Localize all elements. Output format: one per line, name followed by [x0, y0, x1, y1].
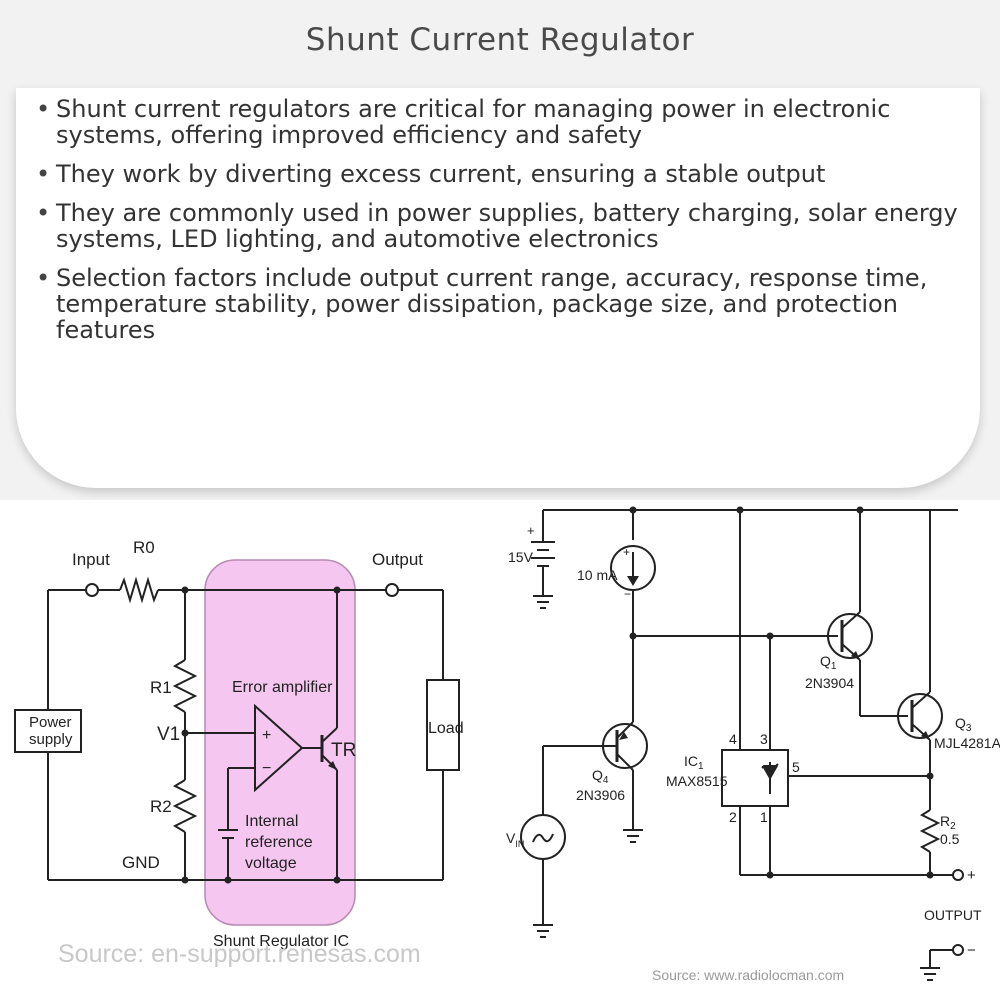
- junction-dot: [926, 871, 934, 879]
- label-input: Input: [72, 550, 110, 569]
- label-pin3: 3: [760, 731, 768, 747]
- power-supply-box: [14, 709, 82, 753]
- label-r2-value: 0.5: [940, 831, 960, 847]
- error-amplifier: [254, 703, 304, 793]
- label-r2: R2: [150, 797, 172, 816]
- bullet-item: They work by diverting excess current, e…: [36, 161, 976, 187]
- junction-dot: [333, 876, 341, 884]
- resistor-r2: [172, 779, 198, 833]
- transistor-q3-body: [897, 693, 943, 739]
- junction-dot: [181, 729, 189, 737]
- label-q1-part: 2N3904: [805, 675, 854, 691]
- transistor-q4: [616, 753, 634, 771]
- input-terminal: [85, 583, 99, 597]
- label-10ma: 10 mA: [577, 567, 618, 583]
- label-output: OUTPUT: [924, 907, 982, 923]
- page-title: Shunt Current Regulator: [305, 22, 695, 58]
- label-r0: R0: [133, 538, 155, 557]
- right-source-credit: Source: www.radiolocman.com: [652, 967, 844, 983]
- q1-arrow: [851, 651, 860, 660]
- junction-dot: [766, 871, 774, 879]
- output-minus-terminal: [952, 944, 964, 956]
- label-error-amplifier: Error amplifier: [232, 679, 333, 696]
- junction-dot: [181, 586, 189, 594]
- label-output-minus: −: [967, 942, 976, 959]
- transistor-tr: [321, 727, 338, 743]
- label-power-supply-line2: supply: [29, 731, 73, 748]
- label-ic1-part: MAX8515: [666, 773, 728, 789]
- label-load: Load: [428, 720, 464, 737]
- label-gnd: GND: [122, 853, 160, 872]
- label-q4: Q4: [592, 767, 609, 786]
- left-source-credit: Source: en-support.renesas.com: [58, 940, 421, 968]
- label-battery-plus: +: [527, 523, 535, 538]
- bullet-item: They are commonly used in power supplies…: [36, 200, 976, 252]
- bullet-item: Selection factors include output current…: [36, 265, 976, 343]
- label-pin4: 4: [729, 731, 737, 747]
- bullet-item: Shunt current regulators are critical fo…: [36, 96, 976, 148]
- resistor-r2: [919, 809, 941, 853]
- label-v1: V1: [157, 724, 180, 745]
- junction-dot: [856, 506, 864, 514]
- label-minus: −: [262, 760, 271, 777]
- output-plus-terminal: [952, 869, 964, 881]
- junction-dot: [181, 876, 189, 884]
- label-q3-part: MJL4281A: [934, 735, 1000, 751]
- transistor-q1: [841, 611, 861, 629]
- label-ref-line1: Internal: [245, 813, 298, 830]
- junction-dot: [333, 586, 341, 594]
- junction-dot: [629, 632, 637, 640]
- label-r2: R2: [940, 813, 956, 832]
- label-r1: R1: [150, 678, 172, 697]
- transistor-q3: [911, 691, 931, 709]
- resistor-r0: [119, 576, 159, 604]
- transistor-q1-body: [827, 613, 873, 659]
- junction-dot: [766, 632, 774, 640]
- junction-dot: [736, 506, 744, 514]
- label-pin1: 1: [760, 809, 768, 825]
- label-q3: Q3: [955, 715, 972, 734]
- current-arrow-head: [627, 576, 639, 586]
- label-ic1: IC1: [684, 753, 704, 772]
- label-cs-plus: +: [623, 545, 630, 559]
- label-q4-part: 2N3906: [576, 787, 625, 803]
- label-ic: Shunt Regulator IC: [213, 933, 349, 950]
- zener-triangle: [762, 766, 778, 780]
- label-pin2: 2: [729, 809, 737, 825]
- label-pin5: 5: [792, 759, 800, 775]
- bullet-list: Shunt current regulators are critical fo…: [36, 96, 976, 356]
- sine-symbol: [532, 833, 554, 843]
- label-plus: +: [262, 727, 271, 744]
- label-ref-line3: voltage: [245, 855, 297, 872]
- label-15v: 15V: [508, 549, 534, 565]
- label-power-supply-line1: Power: [29, 714, 72, 731]
- label-output: Output: [372, 550, 423, 569]
- q4-arrow: [619, 732, 628, 740]
- junction-dot: [629, 506, 637, 514]
- junction-dot: [926, 772, 934, 780]
- label-ref-line2: reference: [245, 834, 313, 851]
- q3-arrow: [921, 731, 930, 740]
- label-output-plus: +: [967, 867, 976, 884]
- label-tr: TR: [331, 740, 356, 761]
- label-q1: Q1: [820, 653, 837, 672]
- ic1-box: [721, 749, 789, 807]
- junction-dot: [224, 876, 232, 884]
- label-cs-minus: −: [624, 587, 631, 601]
- output-terminal: [385, 583, 399, 597]
- label-vin: VIN: [506, 830, 524, 849]
- transistor-q4: [616, 721, 634, 739]
- transistor-arrow: [328, 761, 337, 770]
- resistor-r1: [172, 659, 198, 713]
